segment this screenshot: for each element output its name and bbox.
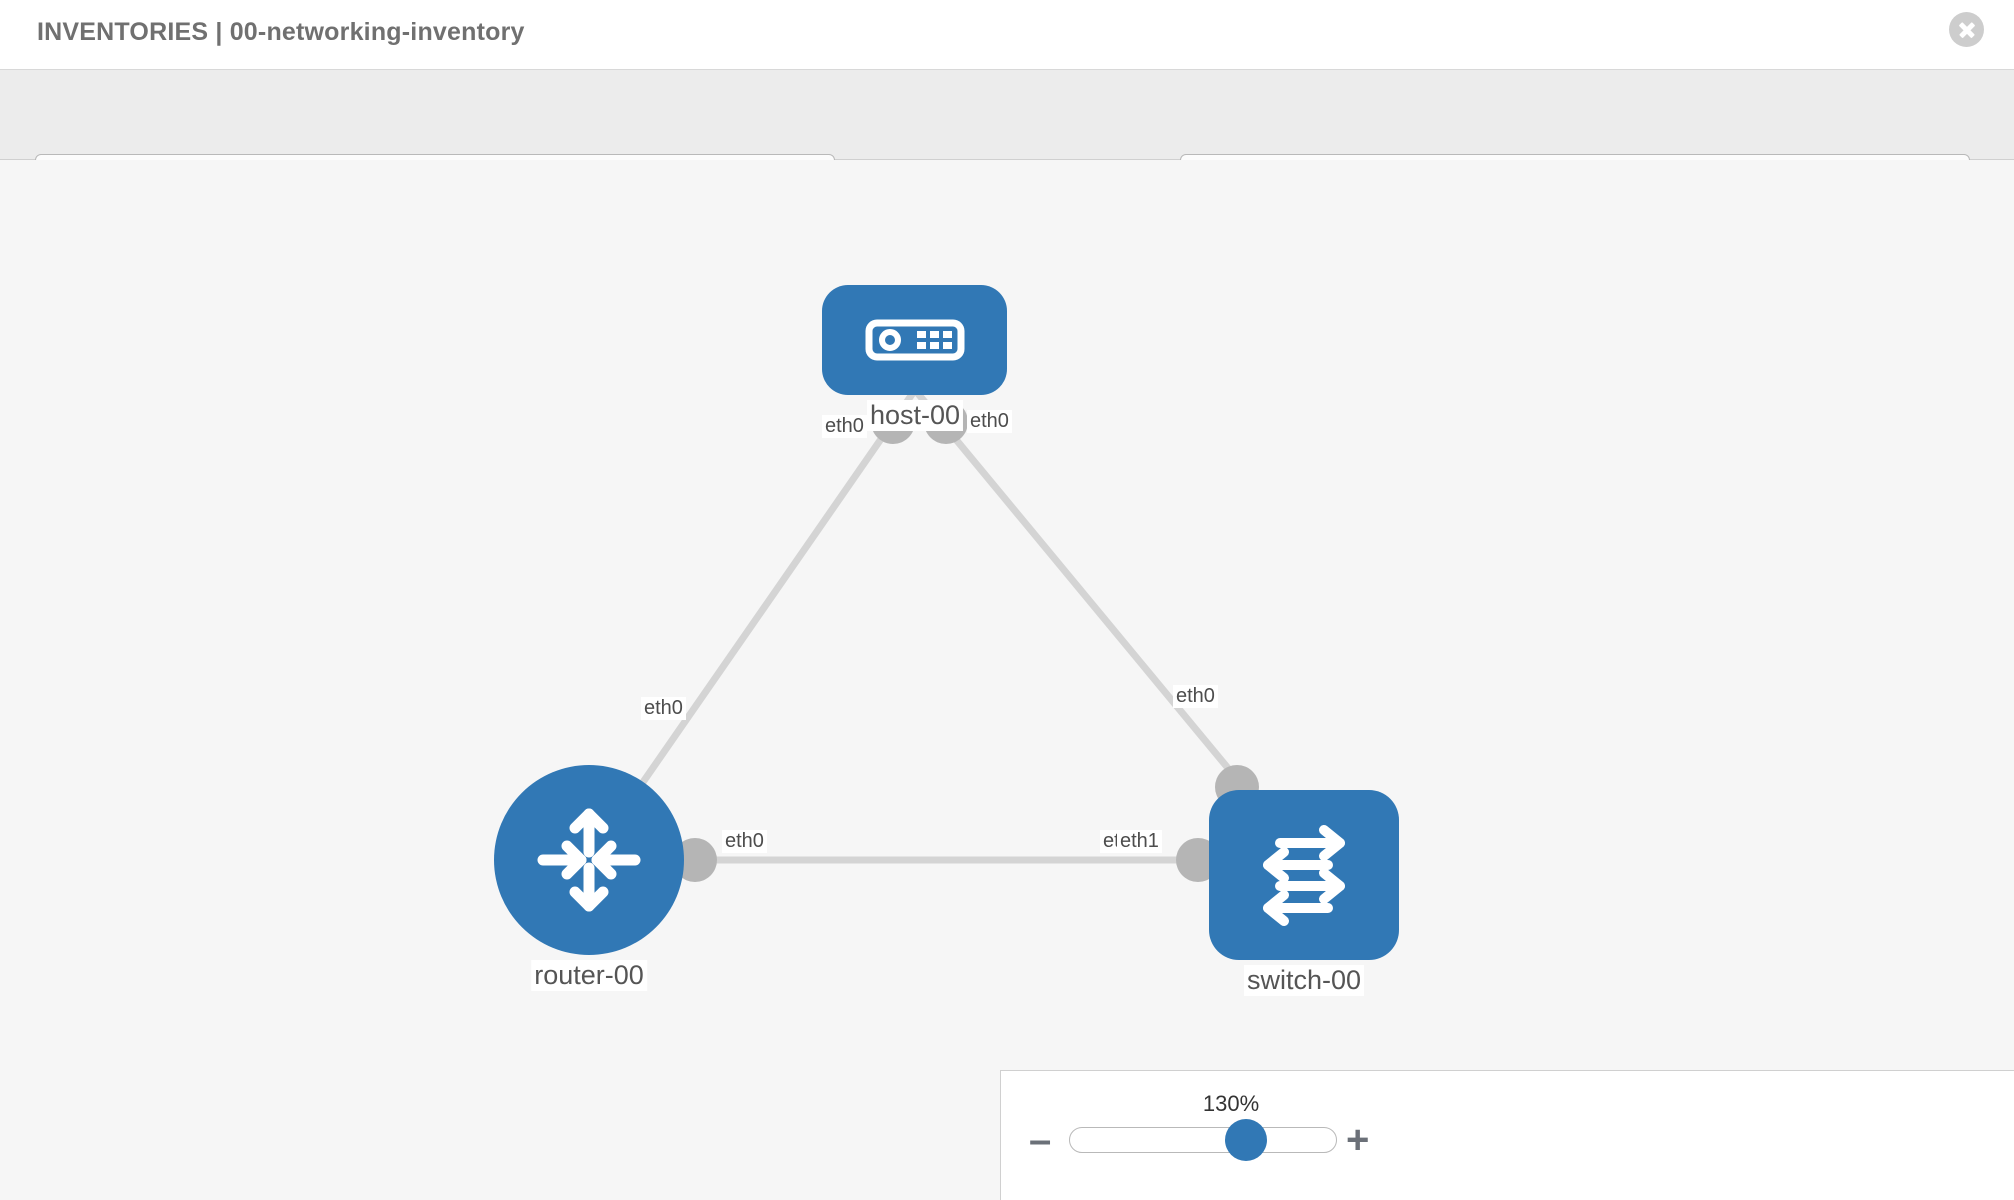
iface-label-host-left: eth0 bbox=[822, 415, 867, 438]
node-router-00-shape[interactable] bbox=[494, 765, 684, 955]
endpoint-router-right bbox=[673, 838, 717, 882]
node-switch-00-shape[interactable] bbox=[1209, 790, 1399, 960]
iface-label-host-right: eth0 bbox=[967, 410, 1012, 433]
zoom-in-button[interactable]: + bbox=[1346, 1118, 1370, 1162]
iface-label-router-upper: eth0 bbox=[641, 697, 686, 720]
node-host-00-label: host-00 bbox=[866, 400, 964, 431]
zoom-slider-track[interactable] bbox=[1069, 1127, 1337, 1153]
node-router-00-label: router-00 bbox=[531, 960, 647, 991]
page-title: INVENTORIES | 00-networking-inventory bbox=[37, 18, 525, 46]
zoom-out-button[interactable]: – bbox=[1029, 1118, 1052, 1162]
page-header: INVENTORIES | 00-networking-inventory bbox=[0, 0, 2014, 70]
node-switch-00-label: switch-00 bbox=[1243, 965, 1365, 996]
close-icon[interactable] bbox=[1949, 12, 1984, 47]
zoom-slider-thumb[interactable] bbox=[1225, 1119, 1267, 1161]
node-host-00-shape[interactable] bbox=[822, 285, 1007, 395]
router-arrows-icon bbox=[537, 808, 641, 912]
iface-label-router-right: eth0 bbox=[722, 830, 767, 853]
server-icon bbox=[865, 319, 964, 361]
iface-label-switch-left: eth1 bbox=[1117, 830, 1162, 853]
topology-canvas[interactable]: host-00 router-00 bbox=[0, 160, 2014, 1200]
switch-arrows-icon bbox=[1263, 825, 1345, 926]
iface-label-switch-upper: eth0 bbox=[1173, 685, 1218, 708]
topology-links-layer bbox=[586, 387, 1307, 882]
toolbar: ACTIONS SEARCH bbox=[0, 70, 2014, 206]
zoom-level-value: 130% bbox=[1202, 1091, 1260, 1116]
zoom-control-panel: 130% – + bbox=[1000, 1070, 2014, 1200]
